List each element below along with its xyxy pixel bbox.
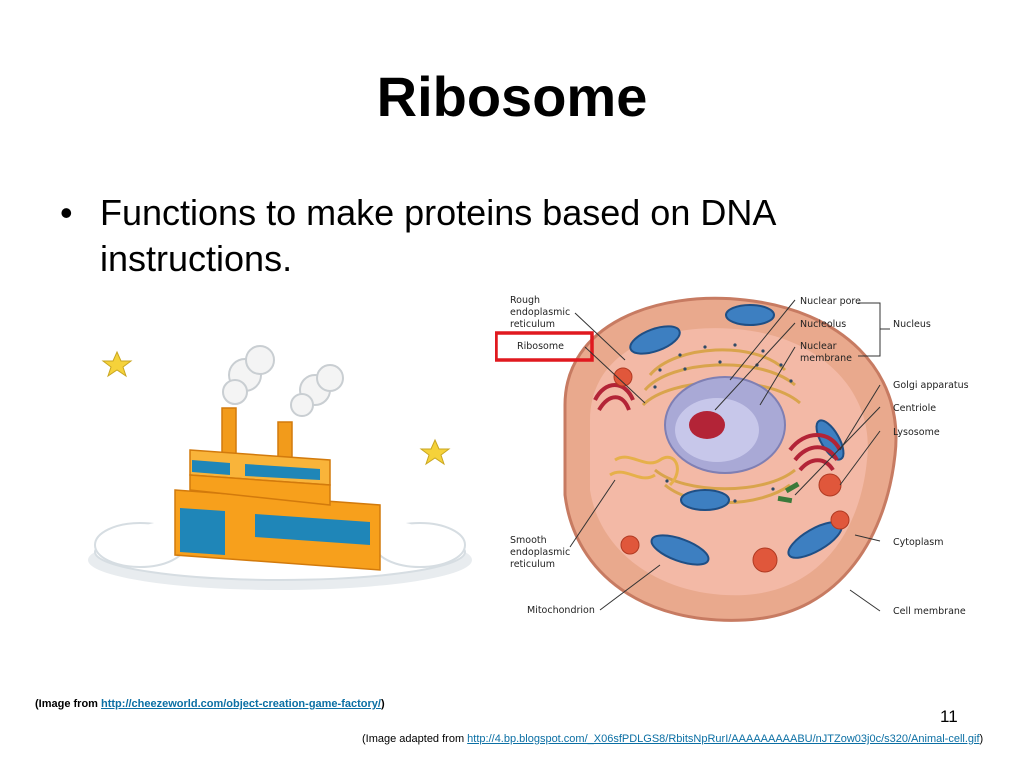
- label-nuclear-membrane: Nuclear membrane: [800, 341, 852, 364]
- caption-suffix: ): [979, 733, 984, 745]
- credit-link-cell[interactable]: http://4.bp.blogspot.com/_X06sfPDLGS8/Rb…: [467, 733, 980, 745]
- caption-prefix: (Image from: [35, 698, 102, 710]
- label-cytoplasm: Cytoplasm: [893, 537, 944, 548]
- centriole: [777, 481, 800, 504]
- lysosomes: [613, 367, 850, 573]
- image-credit-cell: (Image adapted from http://4.bp.blogspot…: [362, 733, 983, 745]
- ribosome-highlight-box: [495, 331, 594, 362]
- golgi-apparatus: [593, 383, 842, 472]
- smooth-er: [609, 455, 679, 487]
- star-icon: [419, 438, 451, 466]
- bullet-symbol: •: [60, 192, 73, 233]
- bullet-text: Functions to make proteins based on DNA …: [100, 192, 775, 279]
- factory-building: [174, 449, 381, 571]
- label-rough-er: Rough endoplasmic reticulum: [510, 295, 573, 330]
- image-credit-factory: (Image from http://cheezeworld.com/objec…: [35, 698, 385, 710]
- label-centriole: Centriole: [893, 403, 936, 414]
- credit-link-factory[interactable]: http://cheezeworld.com/object-creation-g…: [101, 698, 381, 710]
- star-icon: [101, 350, 133, 378]
- label-nucleolus: Nucleolus: [800, 319, 846, 330]
- bullet-list: • Functions to make proteins based on DN…: [60, 190, 960, 282]
- ribosome-dots: [653, 343, 793, 503]
- label-golgi: Golgi apparatus: [893, 380, 969, 391]
- caption-prefix: (Image adapted from: [362, 733, 468, 745]
- label-ribosome: Ribosome: [517, 341, 564, 352]
- animal-cell-diagram: Rough endoplasmic reticulum Ribosome Smo…: [495, 295, 969, 622]
- label-mitochondrion: Mitochondrion: [527, 605, 595, 616]
- caption-suffix: ): [380, 698, 385, 710]
- label-lysosome: Lysosome: [893, 427, 940, 438]
- bullet-item: • Functions to make proteins based on DN…: [60, 190, 960, 282]
- label-nucleus: Nucleus: [893, 319, 931, 330]
- label-cell-membrane: Cell membrane: [893, 606, 966, 617]
- label-smooth-er: Smooth endoplasmic reticulum: [510, 535, 573, 570]
- slide-title: Ribosome: [376, 65, 648, 128]
- slide-number: 11: [940, 707, 958, 726]
- mitochondria: [629, 304, 845, 566]
- nucleus: [664, 376, 786, 474]
- factory-cloud-illustration: [88, 345, 472, 590]
- label-nuclear-pore: Nuclear pore: [800, 296, 861, 307]
- leader-lines: [569, 299, 890, 612]
- smoke-puffs: [222, 345, 344, 417]
